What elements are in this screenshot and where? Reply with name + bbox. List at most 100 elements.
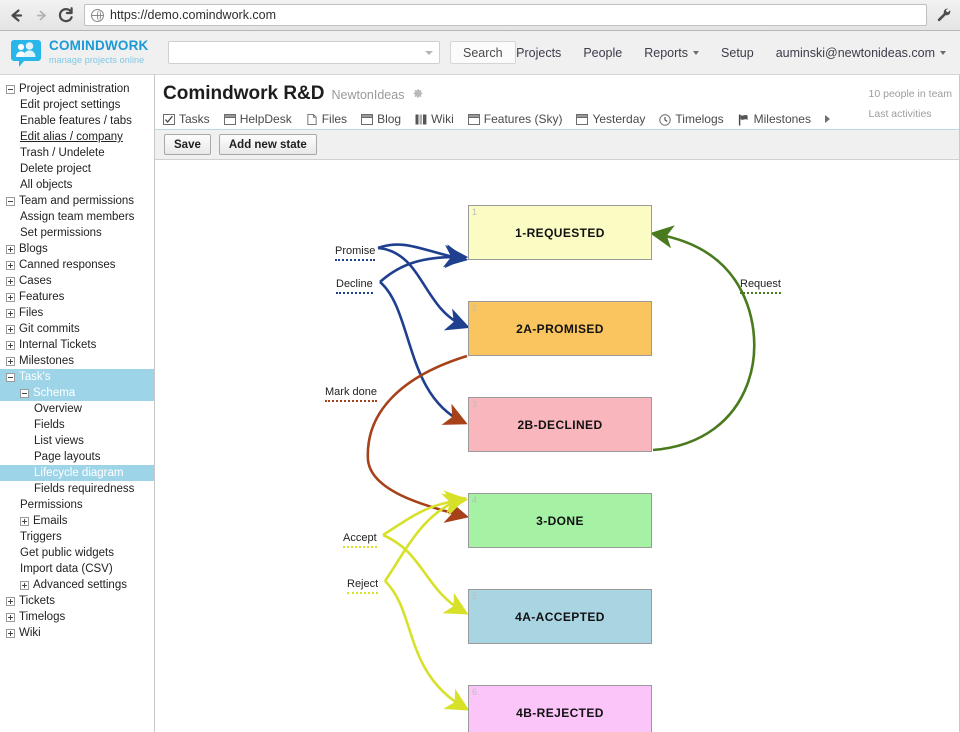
tab-milestones[interactable]: Milestones <box>738 112 811 126</box>
sidebar-item-fields[interactable]: Fields <box>0 417 154 433</box>
collapse-icon[interactable] <box>6 196 15 206</box>
edge-label-decline[interactable]: Decline <box>336 278 373 294</box>
expand-icon[interactable] <box>6 292 15 302</box>
sidebar-item-label: Page layouts <box>34 451 101 463</box>
edge-label-request[interactable]: Request <box>740 278 781 294</box>
tab-timelogs[interactable]: Timelogs <box>659 112 724 126</box>
tab-blog[interactable]: Blog <box>361 112 401 126</box>
nav-reports[interactable]: Reports <box>644 45 700 60</box>
sidebar-item-canned-responses[interactable]: Canned responses <box>0 257 154 273</box>
sidebar-item-page-layouts[interactable]: Page layouts <box>0 449 154 465</box>
sidebar-item-team-and-permissions[interactable]: Team and permissions <box>0 193 154 209</box>
expand-icon[interactable] <box>6 596 15 606</box>
search-input[interactable] <box>168 41 440 64</box>
sidebar-item-import-data-csv[interactable]: Import data (CSV) <box>0 561 154 577</box>
expand-icon[interactable] <box>6 628 15 638</box>
sidebar-item-get-public-widgets[interactable]: Get public widgets <box>0 545 154 561</box>
sidebar-item-emails[interactable]: Emails <box>0 513 154 529</box>
tab-helpdesk[interactable]: HelpDesk <box>223 112 292 126</box>
collapse-icon[interactable] <box>6 372 15 382</box>
sidebar-item-edit-alias-company[interactable]: Edit alias / company <box>0 129 154 145</box>
nav-setup[interactable]: Setup <box>721 46 754 60</box>
sidebar-item-edit-project-settings[interactable]: Edit project settings <box>0 97 154 113</box>
sidebar-item-fields-requiredness[interactable]: Fields requiredness <box>0 481 154 497</box>
sidebar-item-project-administration[interactable]: Project administration <box>0 81 154 97</box>
expand-icon[interactable] <box>6 308 15 318</box>
expand-icon[interactable] <box>6 356 15 366</box>
tab-features-sky[interactable]: Features (Sky) <box>467 112 562 126</box>
sidebar-item-wiki[interactable]: Wiki <box>0 625 154 641</box>
sidebar-item-enable-features-tabs[interactable]: Enable features / tabs <box>0 113 154 129</box>
logo-icon <box>10 37 42 69</box>
nav-account[interactable]: auminski@newtonideas.com <box>776 46 946 60</box>
team-count: 10 people in team <box>868 88 952 100</box>
expand-icon[interactable] <box>6 244 15 254</box>
sidebar-item-all-objects[interactable]: All objects <box>0 177 154 193</box>
wrench-icon[interactable] <box>934 5 954 25</box>
sidebar-item-internal-tickets[interactable]: Internal Tickets <box>0 337 154 353</box>
sidebar-item-timelogs[interactable]: Timelogs <box>0 609 154 625</box>
last-activities-link[interactable]: Last activities <box>868 107 932 120</box>
expand-icon[interactable] <box>20 580 29 590</box>
sidebar-item-set-permissions[interactable]: Set permissions <box>0 225 154 241</box>
sidebar-item-milestones[interactable]: Milestones <box>0 353 154 369</box>
collapse-icon[interactable] <box>6 84 15 94</box>
sidebar-item-tickets[interactable]: Tickets <box>0 593 154 609</box>
back-arrow-icon[interactable] <box>6 5 26 25</box>
sidebar-item-trash-undelete[interactable]: Trash / Undelete <box>0 145 154 161</box>
sidebar-item-task-s[interactable]: Task's <box>0 369 154 385</box>
sidebar-item-advanced-settings[interactable]: Advanced settings <box>0 577 154 593</box>
chevron-down-icon[interactable] <box>425 50 433 55</box>
reload-icon[interactable] <box>56 5 76 25</box>
address-bar[interactable]: https://demo.comindwork.com <box>84 4 927 26</box>
search-button[interactable]: Search <box>450 41 516 64</box>
edge-label-promise[interactable]: Promise <box>335 245 376 261</box>
expand-icon[interactable] <box>6 324 15 334</box>
expand-icon[interactable] <box>20 516 29 526</box>
gear-icon[interactable] <box>411 87 424 100</box>
comindwork-logo[interactable]: COMINDWORK manage projects online <box>10 37 160 69</box>
sidebar-item-schema[interactable]: Schema <box>0 385 154 401</box>
edge-label-accept[interactable]: Accept <box>343 532 377 548</box>
sidebar-item-cases[interactable]: Cases <box>0 273 154 289</box>
sidebar-item-assign-team-members[interactable]: Assign team members <box>0 209 154 225</box>
sidebar-item-features[interactable]: Features <box>0 289 154 305</box>
edge-label-mark-done[interactable]: Mark done <box>325 386 377 402</box>
sidebar-item-files[interactable]: Files <box>0 305 154 321</box>
sidebar-item-permissions[interactable]: Permissions <box>0 497 154 513</box>
add-new-state-button[interactable]: Add new state <box>218 134 317 155</box>
edge-label-reject[interactable]: Reject <box>347 578 379 594</box>
tab-wiki[interactable]: Wiki <box>415 112 454 126</box>
sidebar-item-delete-project[interactable]: Delete project <box>0 161 154 177</box>
tab-yesterday[interactable]: Yesterday <box>576 112 645 126</box>
nav-people[interactable]: People <box>583 46 622 60</box>
expand-icon[interactable] <box>6 340 15 350</box>
nav-people-label: People <box>583 45 623 60</box>
expand-icon[interactable] <box>6 612 15 622</box>
expand-icon[interactable] <box>6 260 15 270</box>
sidebar-item-blogs[interactable]: Blogs <box>0 241 154 257</box>
chevron-down-icon <box>940 50 946 55</box>
tab-files[interactable]: Files <box>306 112 347 126</box>
save-button[interactable]: Save <box>164 134 211 155</box>
forward-arrow-icon[interactable] <box>31 5 51 25</box>
sidebar-item-git-commits[interactable]: Git commits <box>0 321 154 337</box>
nav-reports-label: Reports <box>644 45 689 60</box>
expand-icon[interactable] <box>6 276 15 286</box>
diagram-edges <box>366 225 756 711</box>
tab-tasks[interactable]: Tasks <box>163 112 210 126</box>
sidebar-item-overview[interactable]: Overview <box>0 401 154 417</box>
sidebar-item-triggers[interactable]: Triggers <box>0 529 154 545</box>
chevron-right-icon[interactable] <box>824 115 830 123</box>
sidebar-item-lifecycle-diagram[interactable]: Lifecycle diagram <box>0 465 154 481</box>
sidebar-item-list-views[interactable]: List views <box>0 433 154 449</box>
collapse-icon[interactable] <box>20 388 29 398</box>
nav-projects[interactable]: Projects <box>516 46 561 60</box>
